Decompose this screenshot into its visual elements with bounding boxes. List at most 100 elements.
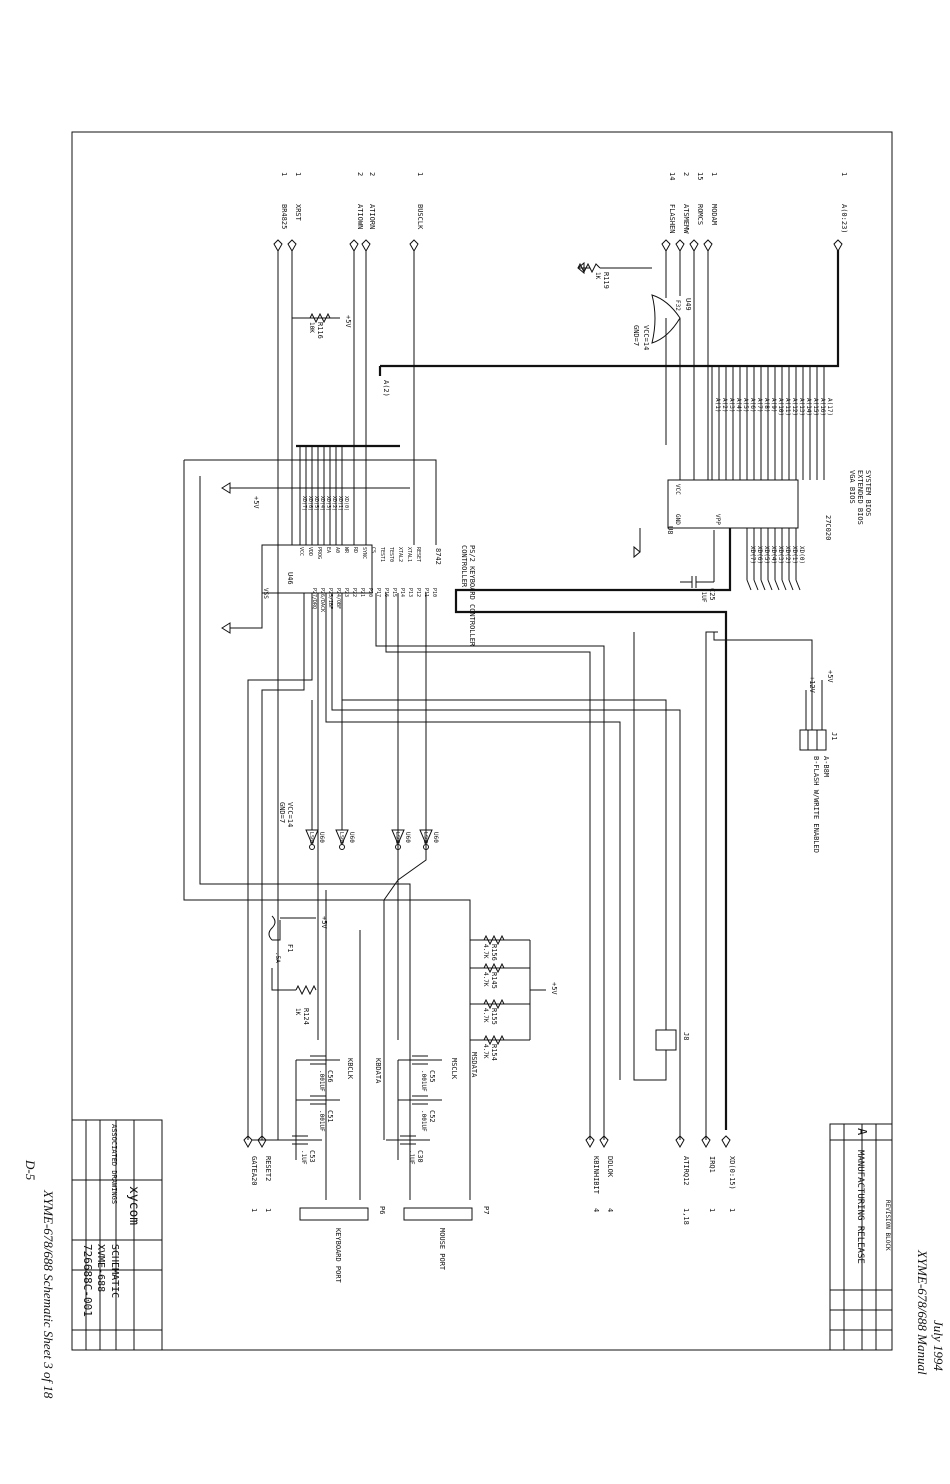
r116-ref: R116 (316, 322, 324, 339)
u46-right-pin: P21 (359, 588, 365, 597)
u60-ref: U60 (318, 832, 325, 843)
u8-data-label: XD(3) (777, 546, 784, 564)
u8-data-lines: XD(0)XD(1)XD(2)XD(3)XD(4)XD(5)XD(6)XD(7) (746, 528, 805, 591)
u46-vss: VSS (262, 588, 269, 599)
wire (760, 579, 766, 591)
rev-desc: MANUFACTURING RELEASE (855, 1150, 865, 1264)
keyboard-port-ref: P6 (378, 1206, 386, 1214)
capacitor-ref: C30 (416, 1150, 424, 1163)
u46-data-label: XD(4) (319, 496, 325, 511)
address-line-label: A(12) (791, 398, 798, 416)
signal-routes (183, 250, 709, 1200)
title-block: xycom SCHEMATIC XVME-688 726688C-001 ASS… (71, 1119, 163, 1351)
wire (781, 579, 787, 591)
msclk-net: MSCLK (450, 1058, 458, 1080)
wire (183, 460, 471, 1200)
u46-right-pin: P23 (343, 588, 349, 597)
company-logo: xycom (126, 1186, 141, 1225)
u46-data-label: XD(3) (325, 496, 331, 511)
address-line-label: A(1) (714, 398, 721, 412)
pullup-val: 4.7K (482, 972, 489, 987)
keyboard-port-name: KEYBOARD PORT (334, 1228, 342, 1284)
u8-labels: SYSTEM BIOS EXTENDED BIOS VGA BIOS 27C02… (666, 470, 872, 540)
right-signal-label: GATEA20 (250, 1156, 258, 1186)
r124: R124 1K (271, 968, 317, 1025)
left-signal-label: ROMCS (696, 204, 704, 225)
address-line-label: A(14) (805, 398, 812, 416)
revision-block: REVISION BLOCK A MANUFACTURING RELEASE (829, 1123, 893, 1351)
capacitor-ref: C52 (428, 1110, 436, 1123)
wire (383, 593, 399, 1140)
j1-l1: A-B8M (822, 756, 830, 777)
u46-right-pin: P11 (423, 588, 429, 597)
left-signal-label: ATIORN (368, 204, 376, 229)
left-signal-label: FLASHEN (668, 204, 676, 234)
signal-port-symbol (675, 1135, 685, 1149)
right-signal-ref: 1 (708, 1208, 716, 1212)
j1-jumper: J1 A-B8M B-FLASH W/WRITE ENABLED +5V +12… (713, 632, 838, 853)
u8-data-label: XD(4) (770, 546, 777, 564)
mouse-port-ref: P7 (482, 1206, 490, 1214)
u60-part: LS05 (338, 832, 344, 844)
mouse-port-name: MOUSE PORT (438, 1228, 446, 1271)
right-signal-label: XD(0:15) (728, 1156, 736, 1190)
wire (397, 593, 427, 1040)
u46-left-pin: XTAL2 (397, 547, 403, 562)
signal-port-symbol (585, 1135, 595, 1149)
fuse-ref: F1 (286, 944, 294, 952)
wire (252, 250, 279, 1141)
left-signal-ref: 1 (280, 172, 288, 176)
right-signal-ref: 4 (606, 1208, 614, 1212)
right-signal-ref: 1 (250, 1208, 258, 1212)
mouse-port: MOUSE PORT P7 MSCLK MSDATA (403, 1052, 490, 1271)
u46-data-label: XD(1) (337, 496, 343, 511)
left-signal-ref: 2 (356, 172, 364, 176)
u60-ref: U60 (404, 832, 411, 843)
resistor-zigzag (483, 998, 505, 1010)
capacitor-val: .001UF (318, 1070, 325, 1092)
u46-left-pin: VDD (307, 547, 313, 556)
fuse-val: .5A (274, 952, 281, 963)
address-line-label: A(8) (763, 398, 770, 412)
u8-title: SYSTEM BIOS (864, 470, 872, 516)
left-signal-label: BUSCLK (416, 204, 424, 230)
right-signal-group: XD(0:15)1IRQ11ATIRQ121,18DDLOK4KBINHIBIT… (243, 631, 736, 1225)
left-signal-ref: 1 (710, 172, 718, 176)
u49-ref: U49 (684, 298, 692, 311)
address-line-label: A(13) (798, 398, 805, 416)
kbdata-net: KBDATA (374, 1058, 382, 1084)
u46-right-pin: P25/IBF (327, 588, 333, 609)
u46-data-in: XD(0)XD(1)XD(2)XD(3)XD(4)XD(5)XD(6)XD(7) (299, 446, 349, 545)
u8-data-label: XD(1) (791, 546, 798, 564)
u46-data-label: XD(7) (301, 496, 307, 511)
u46-right-pin: P14 (399, 588, 405, 597)
c25-ref: C25 (708, 588, 716, 601)
u60-ref: U60 (348, 832, 355, 843)
signal-port-symbol (257, 1135, 267, 1149)
left-signal-label: A(0:23) (840, 204, 848, 234)
kbclk-net: KBCLK (346, 1058, 354, 1080)
address-line-label: A(6) (749, 398, 756, 412)
address-line-label: A(7) (756, 398, 763, 412)
address-line-label: A(3) (728, 398, 735, 412)
left-signal-label: ATIOWN (356, 204, 364, 229)
address-line-label: A(2) (721, 398, 728, 412)
left-signal-ref: 1 (840, 172, 848, 176)
r119-ref: R119 (602, 272, 610, 289)
u46-left-pin: RD (352, 547, 358, 553)
wire (795, 579, 801, 591)
u60-part: LS05 (308, 832, 314, 844)
left-signal-label: XRST (294, 204, 302, 222)
u46-left-pin: VCC (298, 547, 304, 556)
manual-title: XYME-678/688 Manual (915, 1249, 930, 1375)
right-signal-label: ATIRQ12 (682, 1156, 690, 1186)
rev-block-title: REVISION BLOCK (884, 1200, 891, 1251)
address-line-label: A(10) (777, 398, 784, 416)
left-signal-ref: 14 (668, 172, 676, 180)
sheet-border (71, 131, 893, 1351)
right-signal-label: DDLOK (606, 1156, 614, 1178)
capacitor-val: .001UF (318, 1110, 325, 1132)
signal-port-symbol (349, 239, 359, 253)
signal-port-symbol (361, 239, 371, 253)
